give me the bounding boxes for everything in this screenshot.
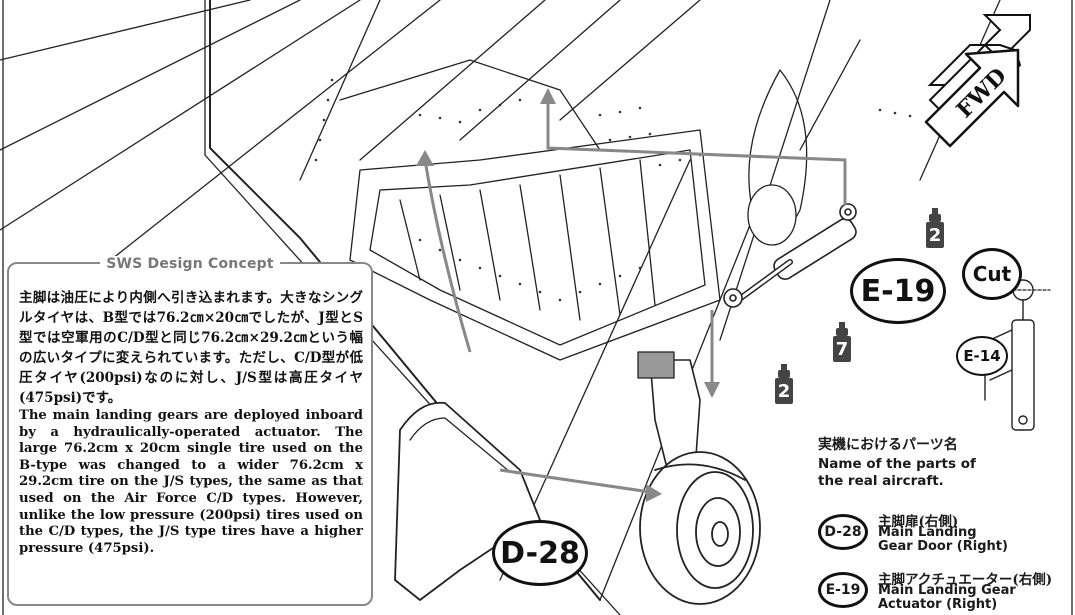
design-concept-box: SWS Design Concept 主脚は油圧により内側へ引き込まれます。大き… (7, 256, 373, 606)
paint-number: 2 (777, 381, 791, 402)
legend-name-jp: 主脚アクチュエーター(右側) (878, 572, 1053, 588)
assembly-guide-arrows (423, 100, 847, 494)
paint-bottle-icon (775, 364, 793, 404)
design-concept-text-en: The main landing gears are deployed inbo… (19, 408, 363, 556)
legend-heading-en: Name of the parts of the real aircraft. (818, 456, 976, 489)
paint-marker-middle: 7 (833, 322, 851, 362)
paint-bottle-icon (926, 208, 944, 248)
guide-arrow-heads (416, 88, 720, 502)
design-concept-text-jp: 主脚は油圧により内側へ引き込まれます。大きなシングルタイヤは、B型では76.2㎝… (19, 290, 363, 406)
legend-name-en-line2: Actuator (Right) (878, 597, 998, 612)
paint-marker-top: 2 (926, 208, 944, 248)
legend-name-en-line2: Gear Door (Right) (878, 539, 1008, 554)
callout-cut: Cut (962, 248, 1022, 300)
legend-name-jp: 主脚扉(右側) (878, 514, 959, 530)
paint-marker-bottom: 2 (775, 364, 793, 404)
legend-name-en-line1: Main Landing (878, 525, 977, 540)
rivet-pattern (314, 78, 912, 302)
paint-number: 2 (928, 225, 942, 246)
legend-heading-jp: 実機におけるパーツ名 (818, 437, 958, 453)
legend-code: D-28 (818, 514, 868, 550)
paint-bottle-icon (833, 322, 851, 362)
fwd-arrow-icon (924, 48, 1020, 148)
callout-d28: D-28 (492, 520, 588, 586)
callout-e14: E-14 (956, 336, 1008, 376)
legend-name-en-line1: Main Landing Gear (878, 583, 1016, 598)
parts-legend: 実機におけるパーツ名 Name of the parts of the real… (818, 434, 1075, 612)
legend-code: E-19 (818, 572, 868, 608)
callout-e19: E-19 (850, 258, 946, 324)
paint-number: 7 (835, 339, 849, 360)
design-concept-title: SWS Design Concept (100, 256, 280, 272)
